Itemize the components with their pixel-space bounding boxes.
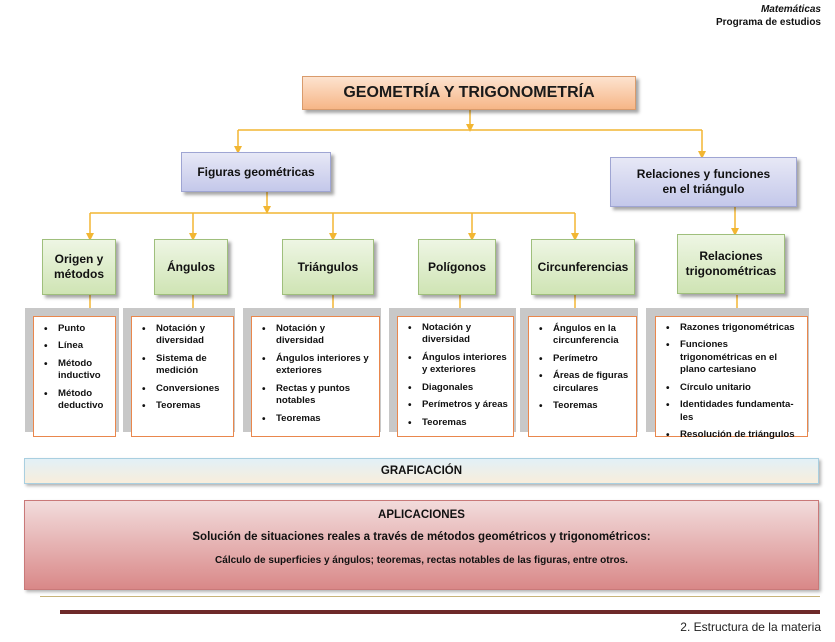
list-item: Conversiones (142, 383, 229, 397)
list-item: Diagonales (408, 382, 509, 396)
list-item: Línea (44, 340, 111, 354)
list-item: Sistema de medición (142, 353, 229, 378)
list-item: Perímetro (539, 353, 632, 367)
diagram-title-text: GEOMETRÍA Y TRIGONOMETRÍA (343, 84, 595, 101)
node-origen-line2: métodos (53, 267, 104, 281)
divider-thin (40, 596, 820, 597)
list-item: Notación y diversidad (142, 323, 229, 348)
graficacion-label: GRAFICACIÓN (380, 465, 463, 477)
list-item: Ángulos interiores y exteriores (408, 352, 509, 377)
list-item: Áreas de figuras circulares (539, 370, 632, 395)
list-item: Funciones trigonométricas en el plano ca… (666, 339, 803, 376)
header-program: Programa de estudios (715, 17, 821, 28)
list-item: Resolución de triángulos (666, 429, 803, 443)
node-relaciones-trigonometricas: Relaciones trigonométricas (677, 234, 785, 294)
aplicaciones-line1: Solución de situaciones reales a través … (192, 531, 651, 543)
node-figuras-label: Figuras geométricas (197, 164, 315, 179)
node-relaciones-trig-line1: Relaciones (699, 249, 763, 263)
list-item: Punto (44, 323, 111, 337)
node-poligonos: Polígonos (418, 239, 496, 295)
list-triangulos: Notación y diversidad Ángulos interiores… (251, 316, 380, 437)
list-item: Método inductivo (44, 358, 111, 383)
list-item: Perímetros y áreas (408, 399, 509, 413)
list-item: Teoremas (262, 413, 375, 427)
node-poligonos-label: Polígonos (428, 259, 486, 274)
list-relaciones-trigonometricas: Razones trigonométricas Funciones trigon… (655, 316, 808, 443)
node-relaciones-line1: Relaciones y funciones (636, 167, 771, 181)
list-item: Notación y diversidad (408, 322, 509, 347)
node-relaciones-line2: en el triángulo (662, 182, 745, 196)
diagram-title: GEOMETRÍA Y TRIGONOMETRÍA (302, 76, 636, 110)
node-angulos: Ángulos (154, 239, 228, 295)
footer-section-label: 2. Estructura de la materia (680, 620, 821, 634)
divider-footer (60, 610, 820, 614)
node-circunferencias: Circunferencias (531, 239, 635, 295)
graficacion-bar: GRAFICACIÓN (24, 458, 819, 484)
node-origen-line1: Origen y (54, 252, 104, 266)
list-item: Círculo unitario (666, 382, 803, 396)
list-item: Teoremas (408, 417, 509, 431)
list-item: Teoremas (142, 400, 229, 414)
list-item: Notación y diversidad (262, 323, 375, 348)
list-item: Razones trigonométricas (666, 322, 803, 336)
node-circunferencias-label: Circunferencias (537, 259, 629, 274)
list-origen-metodos: Punto Línea Método inductivo Método dedu… (33, 316, 116, 437)
node-triangulos: Triángulos (282, 239, 374, 295)
node-angulos-label: Ángulos (167, 259, 215, 274)
list-item: Ángulos en la circunferencia (539, 323, 632, 348)
aplicaciones-box: APLICACIONES Solución de situaciones rea… (24, 500, 819, 590)
list-item: Identidades fundamenta-les (666, 399, 803, 424)
aplicaciones-title: APLICACIONES (378, 509, 465, 521)
list-poligonos: Notación y diversidad Ángulos interiores… (397, 316, 514, 437)
header-subject: Matemáticas (760, 4, 821, 15)
node-triangulos-label: Triángulos (297, 259, 359, 274)
list-circunferencias: Ángulos en la circunferencia Perímetro Á… (528, 316, 637, 437)
node-relaciones-funciones: Relaciones y funciones en el triángulo (610, 157, 797, 207)
list-angulos: Notación y diversidad Sistema de medició… (131, 316, 234, 437)
node-origen-metodos: Origen y métodos (42, 239, 116, 295)
node-relaciones-trig-line2: trigonométricas (685, 264, 777, 278)
node-figuras-geometricas: Figuras geométricas (181, 152, 331, 192)
aplicaciones-line2: Cálculo de superficies y ángulos; teorem… (215, 555, 628, 566)
list-item: Rectas y puntos notables (262, 383, 375, 408)
list-item: Teoremas (539, 400, 632, 414)
list-item: Método deductivo (44, 388, 111, 413)
list-item: Ángulos interiores y exteriores (262, 353, 375, 378)
